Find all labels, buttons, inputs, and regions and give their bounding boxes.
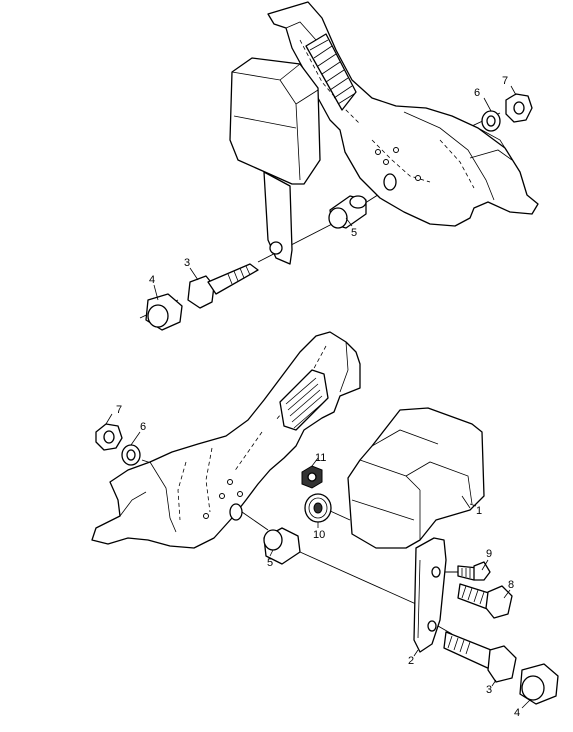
- nut: [95, 423, 123, 451]
- washer: [481, 110, 501, 132]
- cap-nut: [519, 663, 559, 705]
- callout-mounting-plate: 2: [408, 655, 414, 667]
- callout-washer: 6: [140, 421, 146, 433]
- callout-cap-nut: 4: [149, 274, 155, 286]
- small-nut: [301, 465, 323, 489]
- callout-nut: 7: [502, 75, 508, 87]
- nut: [505, 93, 533, 123]
- belt-buckle: [229, 57, 321, 265]
- mounting-plate: [413, 537, 447, 653]
- callout-washer: 6: [474, 87, 480, 99]
- spacer: [263, 527, 301, 565]
- bolt: [457, 583, 513, 619]
- callout-bolt-3: 3: [486, 684, 492, 696]
- bolt: [187, 263, 259, 309]
- small-bolt: [457, 561, 491, 581]
- spacer: [328, 195, 367, 229]
- callout-bolt: 3: [184, 257, 190, 269]
- callout-cap-nut: 4: [514, 707, 520, 719]
- bolt: [443, 631, 517, 683]
- callout-belt-buckle: 1: [476, 505, 482, 517]
- cap-nut: [145, 293, 183, 331]
- top-assembly: 7 6 5 4 3: [139, 1, 539, 331]
- callout-toothed-washer: 10: [313, 529, 325, 541]
- callout-nut: 7: [116, 404, 122, 416]
- callout-small-bolt: 9: [486, 548, 492, 560]
- callout-bolt-8: 8: [508, 579, 514, 591]
- axis-line: [257, 221, 337, 263]
- belt-buckle: [347, 407, 485, 549]
- callout-spacer: 5: [267, 557, 273, 569]
- callout-small-nut: 11: [315, 452, 326, 464]
- toothed-washer: [304, 493, 332, 523]
- seat-bracket: [267, 1, 539, 227]
- seat-bracket: [91, 331, 361, 549]
- bottom-assembly: 7 6 11 10 5 1 9 8 2 3 4: [91, 331, 559, 719]
- callout-spacer: 5: [351, 227, 357, 239]
- washer: [121, 444, 141, 466]
